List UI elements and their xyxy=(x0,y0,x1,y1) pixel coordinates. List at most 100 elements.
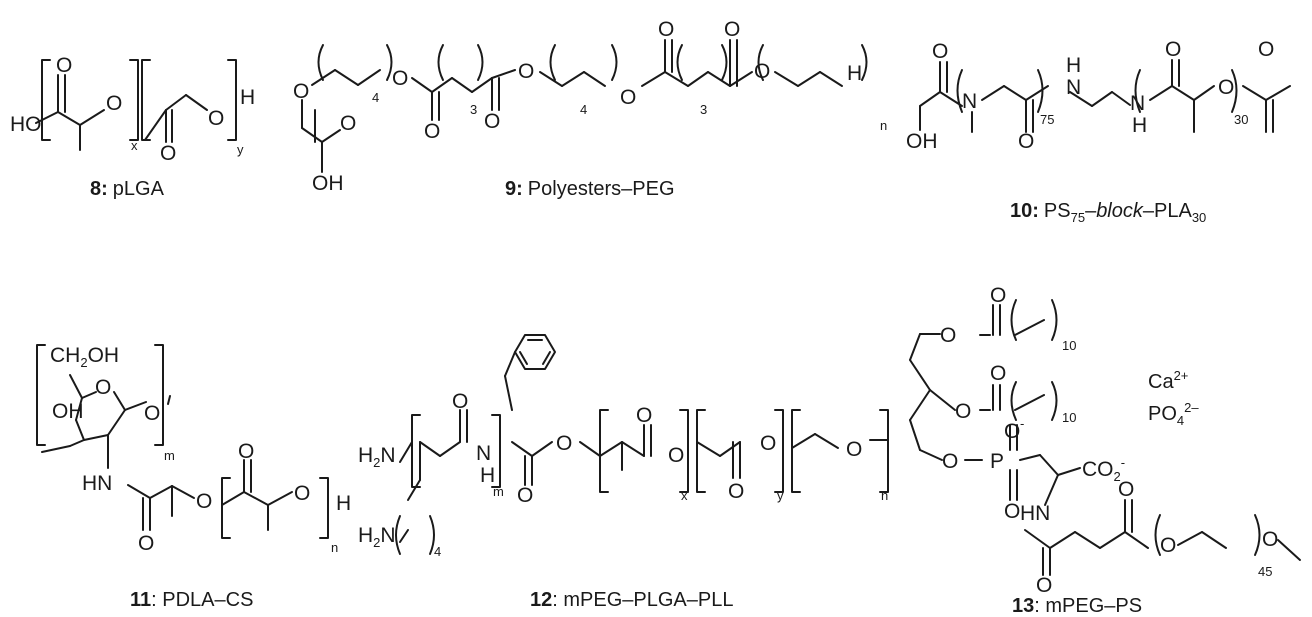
repeat-index: 3 xyxy=(470,102,477,117)
caption-name: : PDLA–CS xyxy=(151,589,253,611)
repeat-index-y: y xyxy=(777,488,784,503)
atom-p: P xyxy=(990,450,1004,473)
caption-13: 13: mPEG–PS xyxy=(1012,595,1142,617)
atom-h: H xyxy=(1066,54,1081,77)
repeat-index: 75 xyxy=(1040,112,1054,127)
caption-part: –PLA xyxy=(1143,200,1193,222)
atom-o: O xyxy=(990,284,1006,307)
atom-n: N xyxy=(1130,92,1145,115)
caption-number: 11 xyxy=(130,589,151,611)
structure-13-bonds xyxy=(909,299,1301,576)
phosphate-ion: PO42– xyxy=(1148,400,1199,428)
structure-10-bonds xyxy=(919,59,1291,133)
caption-part: – xyxy=(1085,200,1097,222)
atom-o: O xyxy=(1160,534,1176,557)
repeat-index-n: n xyxy=(880,118,887,133)
atom-o: H xyxy=(847,62,862,85)
structure-9-bonds xyxy=(301,39,868,173)
caption-part: PS xyxy=(1044,200,1071,222)
structure-11: CH2OH O OH O HN O O O O H m n 11: PDLA–C… xyxy=(36,344,351,611)
structure-8: HO O O O O H x y 8:pLGA xyxy=(10,54,255,200)
atom-o: O xyxy=(754,60,770,83)
repeat-index: 45 xyxy=(1258,564,1272,579)
caption-name: : mPEG–PS xyxy=(1034,595,1142,617)
atom-n: N xyxy=(1066,76,1081,99)
atom-o: O xyxy=(293,80,309,103)
caption-name: Polyesters–PEG xyxy=(528,178,675,200)
repeat-index: 30 xyxy=(1234,112,1248,127)
structure-12: H2N O N H O O O O O O O H2N m 4 x y n 12… xyxy=(358,334,889,611)
atom-o: O xyxy=(846,438,862,461)
charge-minus: - xyxy=(1020,416,1024,431)
atom-o: O xyxy=(955,400,971,423)
atom-o: O xyxy=(636,404,652,427)
repeat-index-n: n xyxy=(331,540,338,555)
structure-11-bonds xyxy=(36,344,329,539)
structure-13: O O O O O - P O O CO2- HN O O O O 10 10 … xyxy=(909,284,1301,617)
atom-hn: HN xyxy=(1020,502,1050,525)
structure-8-bonds xyxy=(35,59,237,151)
repeat-index-x: x xyxy=(131,138,138,153)
caption-name: pLGA xyxy=(113,178,165,200)
atom-o: O xyxy=(1165,38,1181,61)
atom-h: H xyxy=(336,492,351,515)
atom-group: CO2- xyxy=(1082,455,1125,484)
atom-o: O xyxy=(392,67,408,90)
atom-o: O xyxy=(1258,38,1274,61)
atom-group: H2N xyxy=(358,524,396,550)
repeat-index: 4 xyxy=(580,102,587,117)
caption-12: 12: mPEG–PLGA–PLL xyxy=(530,589,733,611)
atom-o: O xyxy=(1036,574,1052,597)
atom-o: O xyxy=(1004,420,1020,443)
structure-9: O O OH O O O O O O O O H 4 3 4 3 n 9:Pol… xyxy=(293,18,887,200)
calcium-ion: Ca2+ xyxy=(1148,368,1188,393)
counter-ions: Ca2+ PO42– xyxy=(1148,368,1199,428)
atom-h: H xyxy=(240,86,255,109)
caption-number: 10: xyxy=(1010,200,1039,222)
atom-oh: OH xyxy=(312,172,344,195)
atom-o: O xyxy=(144,402,160,425)
caption-11: 11: PDLA–CS xyxy=(130,589,253,611)
caption-name: : mPEG–PLGA–PLL xyxy=(552,589,733,611)
atom-o: O xyxy=(424,120,440,143)
atom-h: H xyxy=(1132,114,1147,137)
caption-sub: 30 xyxy=(1192,210,1206,225)
atom-o: O xyxy=(56,54,72,77)
atom-o: O xyxy=(518,60,534,83)
atom-ho: HO xyxy=(10,113,42,136)
atom-o: O xyxy=(517,484,533,507)
repeat-index: 3 xyxy=(700,102,707,117)
caption-number: 12 xyxy=(530,589,552,611)
atom-n: N xyxy=(962,90,977,113)
atom-o: O xyxy=(238,440,254,463)
atom-o: O xyxy=(724,18,740,41)
atom-h: H xyxy=(480,464,495,487)
atom-o: O xyxy=(990,362,1006,385)
atom-n: N xyxy=(476,442,491,465)
atom-o: O xyxy=(1004,500,1020,523)
atom-o: O xyxy=(208,107,224,130)
atom-group: H2N xyxy=(358,444,396,470)
atom-o: O xyxy=(556,432,572,455)
repeat-index-x: x xyxy=(681,488,688,503)
caption-part-italic: block xyxy=(1096,200,1144,222)
atom-o: O xyxy=(106,92,122,115)
caption-number: 13 xyxy=(1012,595,1034,617)
atom-o: O xyxy=(942,450,958,473)
repeat-index: 10 xyxy=(1062,338,1076,353)
atom-o: O xyxy=(196,490,212,513)
caption-10: 10:PS75–block–PLA30 xyxy=(1010,200,1206,225)
caption-sub: 75 xyxy=(1071,210,1085,225)
atom-o: O xyxy=(484,110,500,133)
atom-o: O xyxy=(932,40,948,63)
atom-o: O xyxy=(340,112,356,135)
atom-o: O xyxy=(658,18,674,41)
atom-group: CH2OH xyxy=(50,344,119,370)
repeat-index-n: n xyxy=(881,488,888,503)
repeat-index: 4 xyxy=(434,544,441,559)
repeat-index-m: m xyxy=(493,484,504,499)
atom-o: O xyxy=(620,86,636,109)
repeat-index-y: y xyxy=(237,142,244,157)
